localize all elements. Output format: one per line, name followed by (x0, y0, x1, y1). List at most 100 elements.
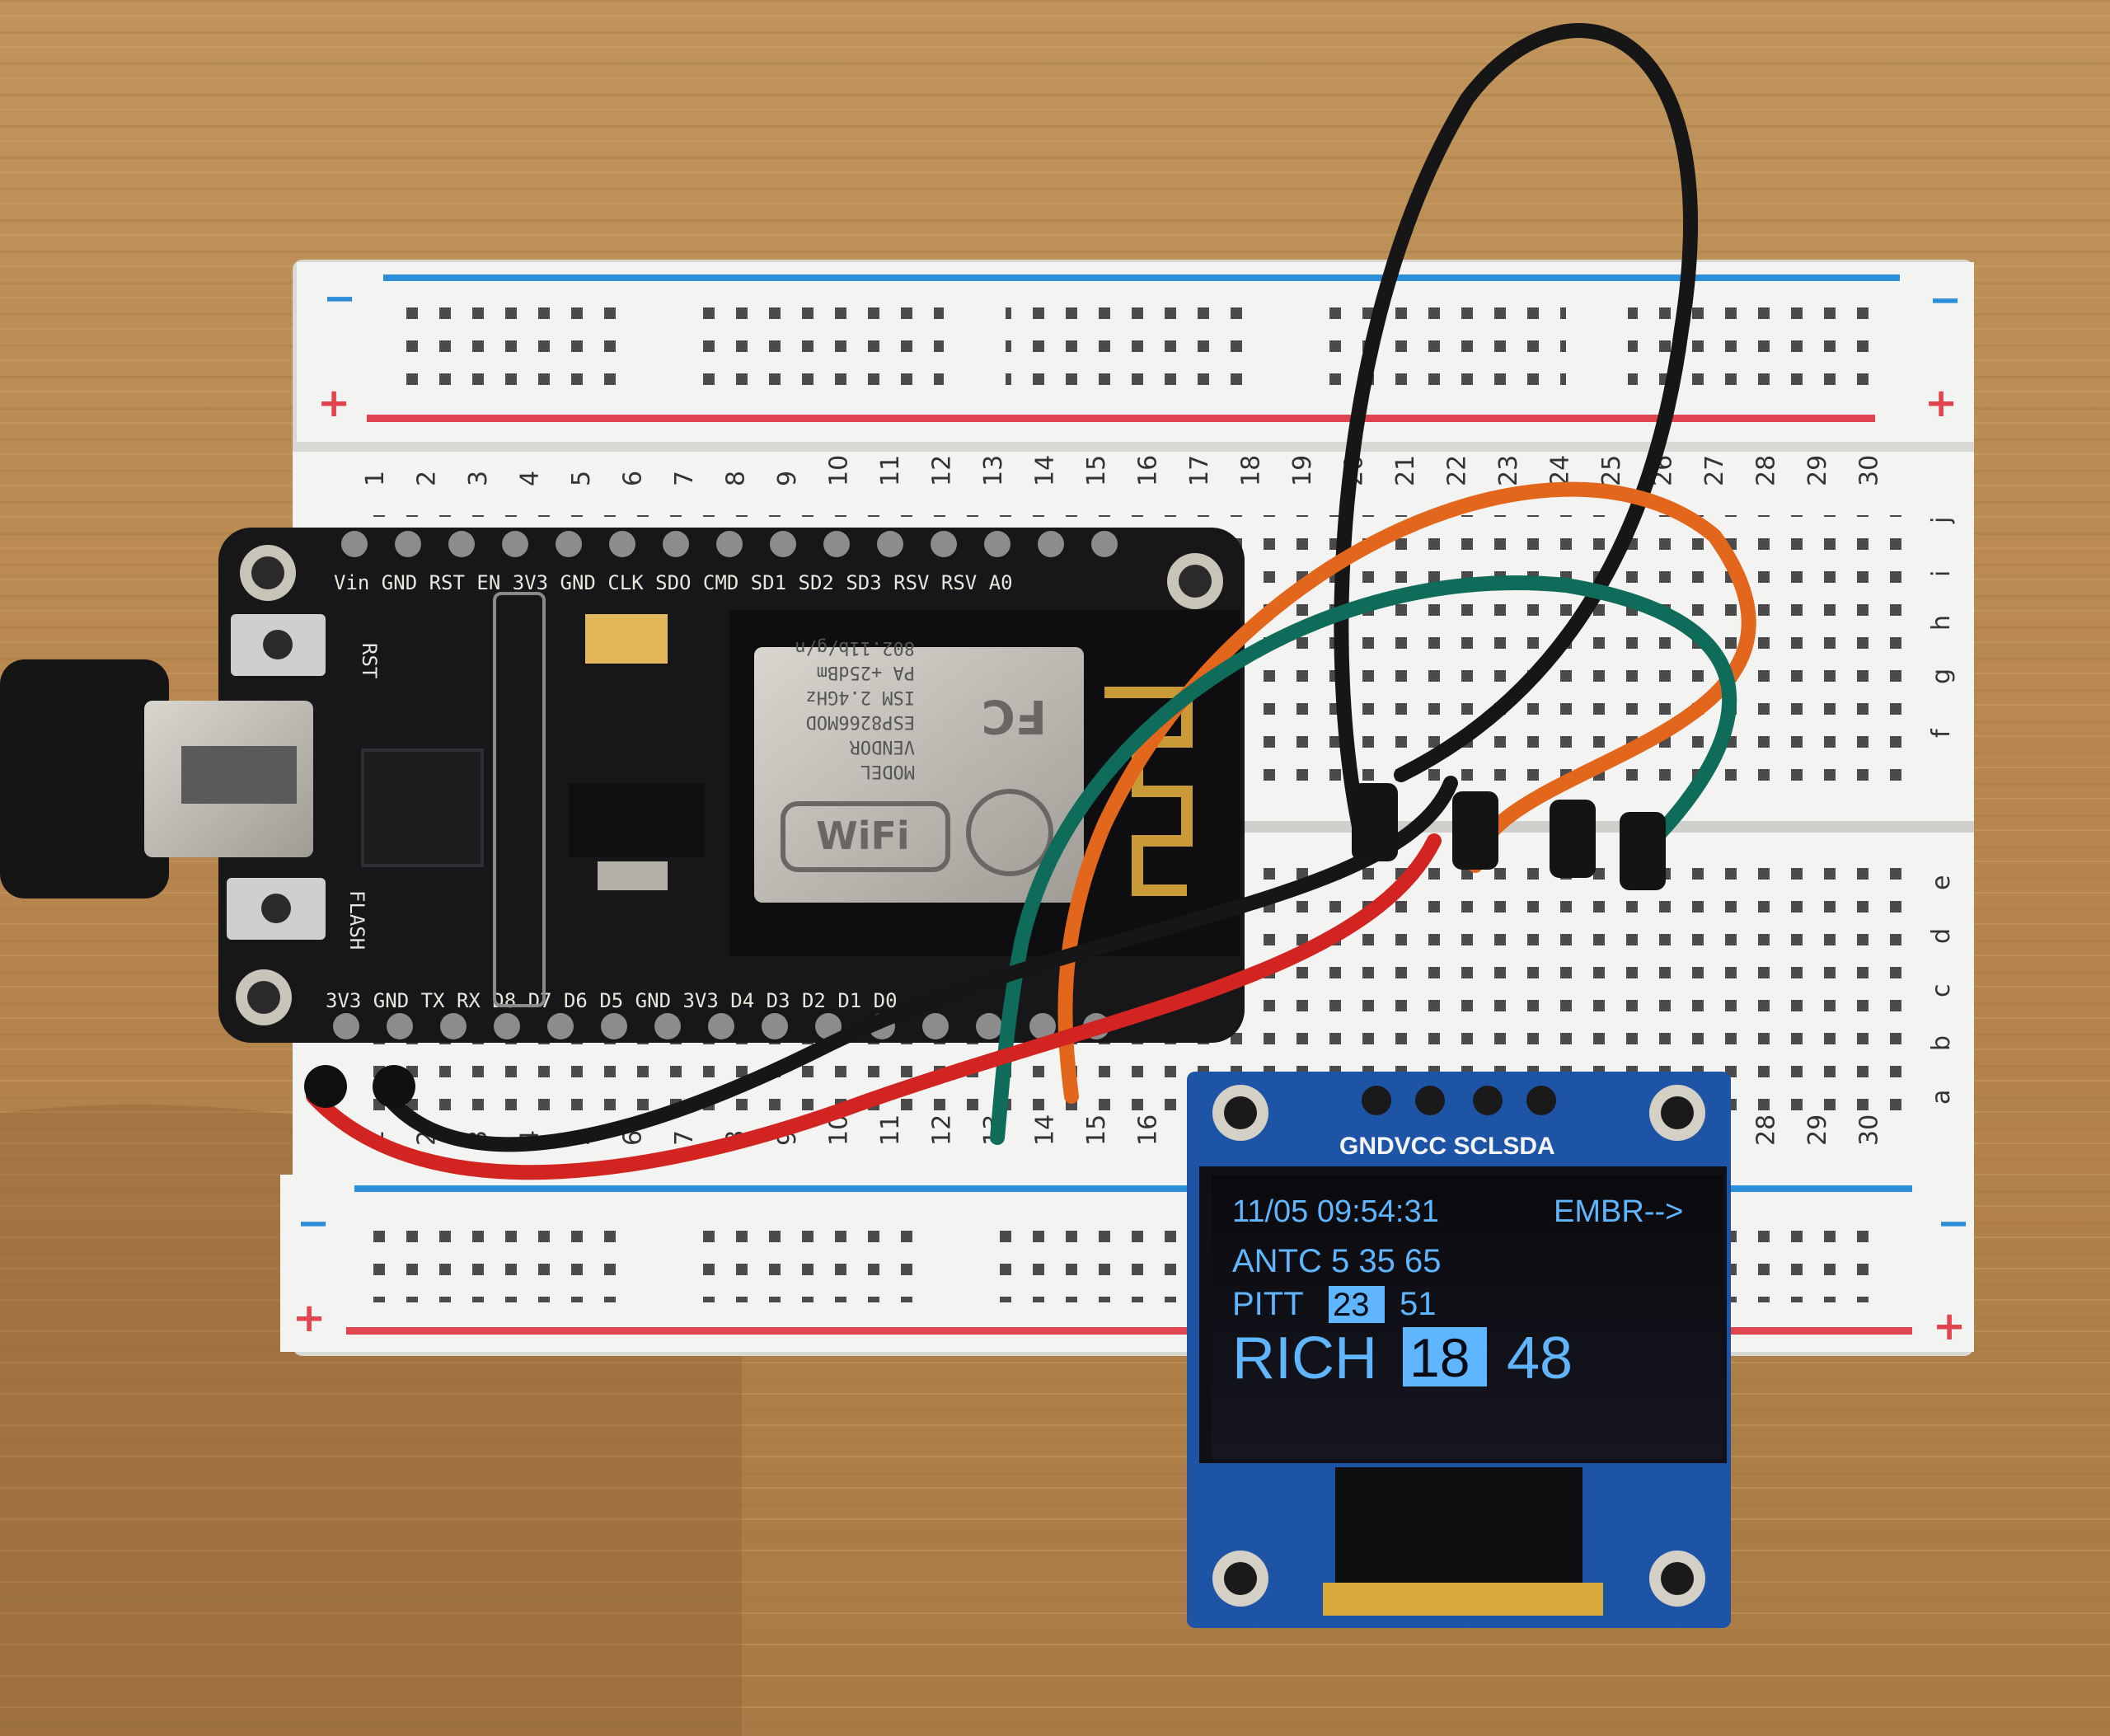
wifi-logo-text: WiFi (816, 814, 910, 858)
column-number: 27 (1700, 455, 1729, 486)
orange-wire (1057, 481, 1756, 1104)
espressif-logo (966, 789, 1053, 876)
header-pin (601, 1013, 627, 1039)
header-pin (931, 531, 957, 557)
row-letter: d (1927, 928, 1956, 944)
column-number: 14 (1031, 1114, 1060, 1146)
flash-button-cap (261, 894, 291, 923)
column-number: 30 (1855, 455, 1884, 486)
top-pin-header (341, 531, 1118, 557)
header-pin (770, 531, 796, 557)
top-blue-line (383, 274, 1900, 281)
column-number: 13 (979, 455, 1008, 486)
black-wire-gnd (380, 776, 1458, 1152)
bottom-blue-line (354, 1185, 1912, 1192)
header-pin (716, 531, 743, 557)
header-pin (448, 531, 475, 557)
row-letter: f (1927, 728, 1956, 738)
column-number: 16 (1134, 455, 1163, 486)
nodemcu-board: Vin GND RST EN 3V3 GND CLK SDO CMD SD1 S… (144, 528, 1245, 1043)
header-pin (395, 531, 421, 557)
row-letter: h (1927, 615, 1956, 631)
header-pin (922, 1013, 949, 1039)
column-number: 5 (567, 471, 596, 486)
column-number: 6 (619, 471, 648, 486)
column-number: 22 (1443, 455, 1472, 486)
header-pin (1029, 1013, 1056, 1039)
header-pin (556, 531, 582, 557)
header-pin (341, 531, 368, 557)
oled-station-arrow: EMBR--> (1554, 1194, 1683, 1229)
module-text-line: PA +25dBm (817, 662, 915, 683)
column-number: 7 (670, 471, 699, 486)
oled-datetime: 11/05 09:54:31 (1232, 1194, 1439, 1229)
header-pin (762, 1013, 788, 1039)
column-number: 28 (1752, 1114, 1781, 1146)
module-text-line: VENDOR (849, 736, 915, 757)
column-number: 15 (1082, 455, 1111, 486)
oled-pitt-value: 51 (1400, 1286, 1437, 1322)
column-number: 28 (1752, 455, 1781, 486)
column-number: 29 (1803, 1114, 1832, 1146)
column-number: 12 (928, 455, 957, 486)
usb-serial-chip (361, 748, 484, 867)
header-pin (654, 1013, 681, 1039)
column-number: 21 (1391, 455, 1420, 486)
voltage-regulator (569, 783, 705, 857)
row-letter: a (1927, 1090, 1956, 1105)
column-number: 19 (1288, 455, 1317, 486)
dupont-connector-1 (1352, 783, 1398, 861)
rail-minus-top-left: − (323, 275, 356, 321)
column-number: 23 (1494, 455, 1523, 486)
row-letter: c (1927, 984, 1956, 998)
green-wire (990, 575, 1737, 1145)
header-pin (494, 1013, 520, 1039)
column-number: 11 (876, 1114, 905, 1146)
bottom-pin-header (333, 1013, 1109, 1039)
header-pin (663, 531, 689, 557)
row-letter: i (1927, 570, 1956, 577)
rst-label: RST (358, 643, 381, 678)
black-wire-loop (1334, 23, 1698, 856)
column-number: 15 (1082, 1114, 1111, 1146)
oled-pitt-inverted: 23 (1333, 1287, 1370, 1323)
header-pin (823, 531, 850, 557)
header-pin (609, 531, 635, 557)
module-text-line: ISM 2.4GHz (806, 687, 915, 707)
oled-line-antc: ANTC 5 35 65 (1232, 1243, 1441, 1279)
column-number: 2 (413, 471, 442, 486)
row-letter: e (1927, 875, 1956, 890)
oled-rich-inverted: 18 (1409, 1327, 1470, 1388)
rail-plus-top-right: + (1925, 380, 1958, 426)
column-number: 10 (825, 455, 854, 486)
module-text-line: ESP8266MOD (806, 711, 915, 732)
column-number: 8 (722, 471, 751, 486)
wifi-logo (781, 801, 950, 872)
esp-metal-shield (754, 647, 1084, 903)
header-pin (877, 531, 903, 557)
rail-plus-bottom-left: + (293, 1295, 326, 1341)
dupont-connector-2 (1452, 791, 1498, 870)
column-number: 3 (464, 471, 493, 486)
rst-button-cap (263, 630, 293, 659)
column-number: 14 (1031, 455, 1060, 486)
column-number: 12 (928, 1114, 957, 1146)
oled-pitt-highlight (1329, 1286, 1385, 1323)
red-wire-vcc (306, 833, 1442, 1180)
column-number: 30 (1855, 1114, 1884, 1146)
column-number: 4 (516, 471, 545, 486)
row-letter: b (1927, 1035, 1956, 1051)
header-pin (1038, 531, 1064, 557)
header-pin (815, 1013, 842, 1039)
column-number: 18 (1237, 455, 1266, 486)
row-letter: g (1927, 669, 1956, 684)
flash-label: FLASH (345, 890, 368, 950)
rail-plus-bottom-right: + (1933, 1303, 1966, 1349)
rail-plus-top-left: + (317, 380, 350, 426)
column-number: 9 (773, 471, 802, 486)
header-pin (547, 1013, 574, 1039)
header-pin (708, 1013, 734, 1039)
oled-module: GNDVCC SCLSDA 11/05 09:54:31 EMBR--> ANT… (1187, 1072, 1731, 1628)
